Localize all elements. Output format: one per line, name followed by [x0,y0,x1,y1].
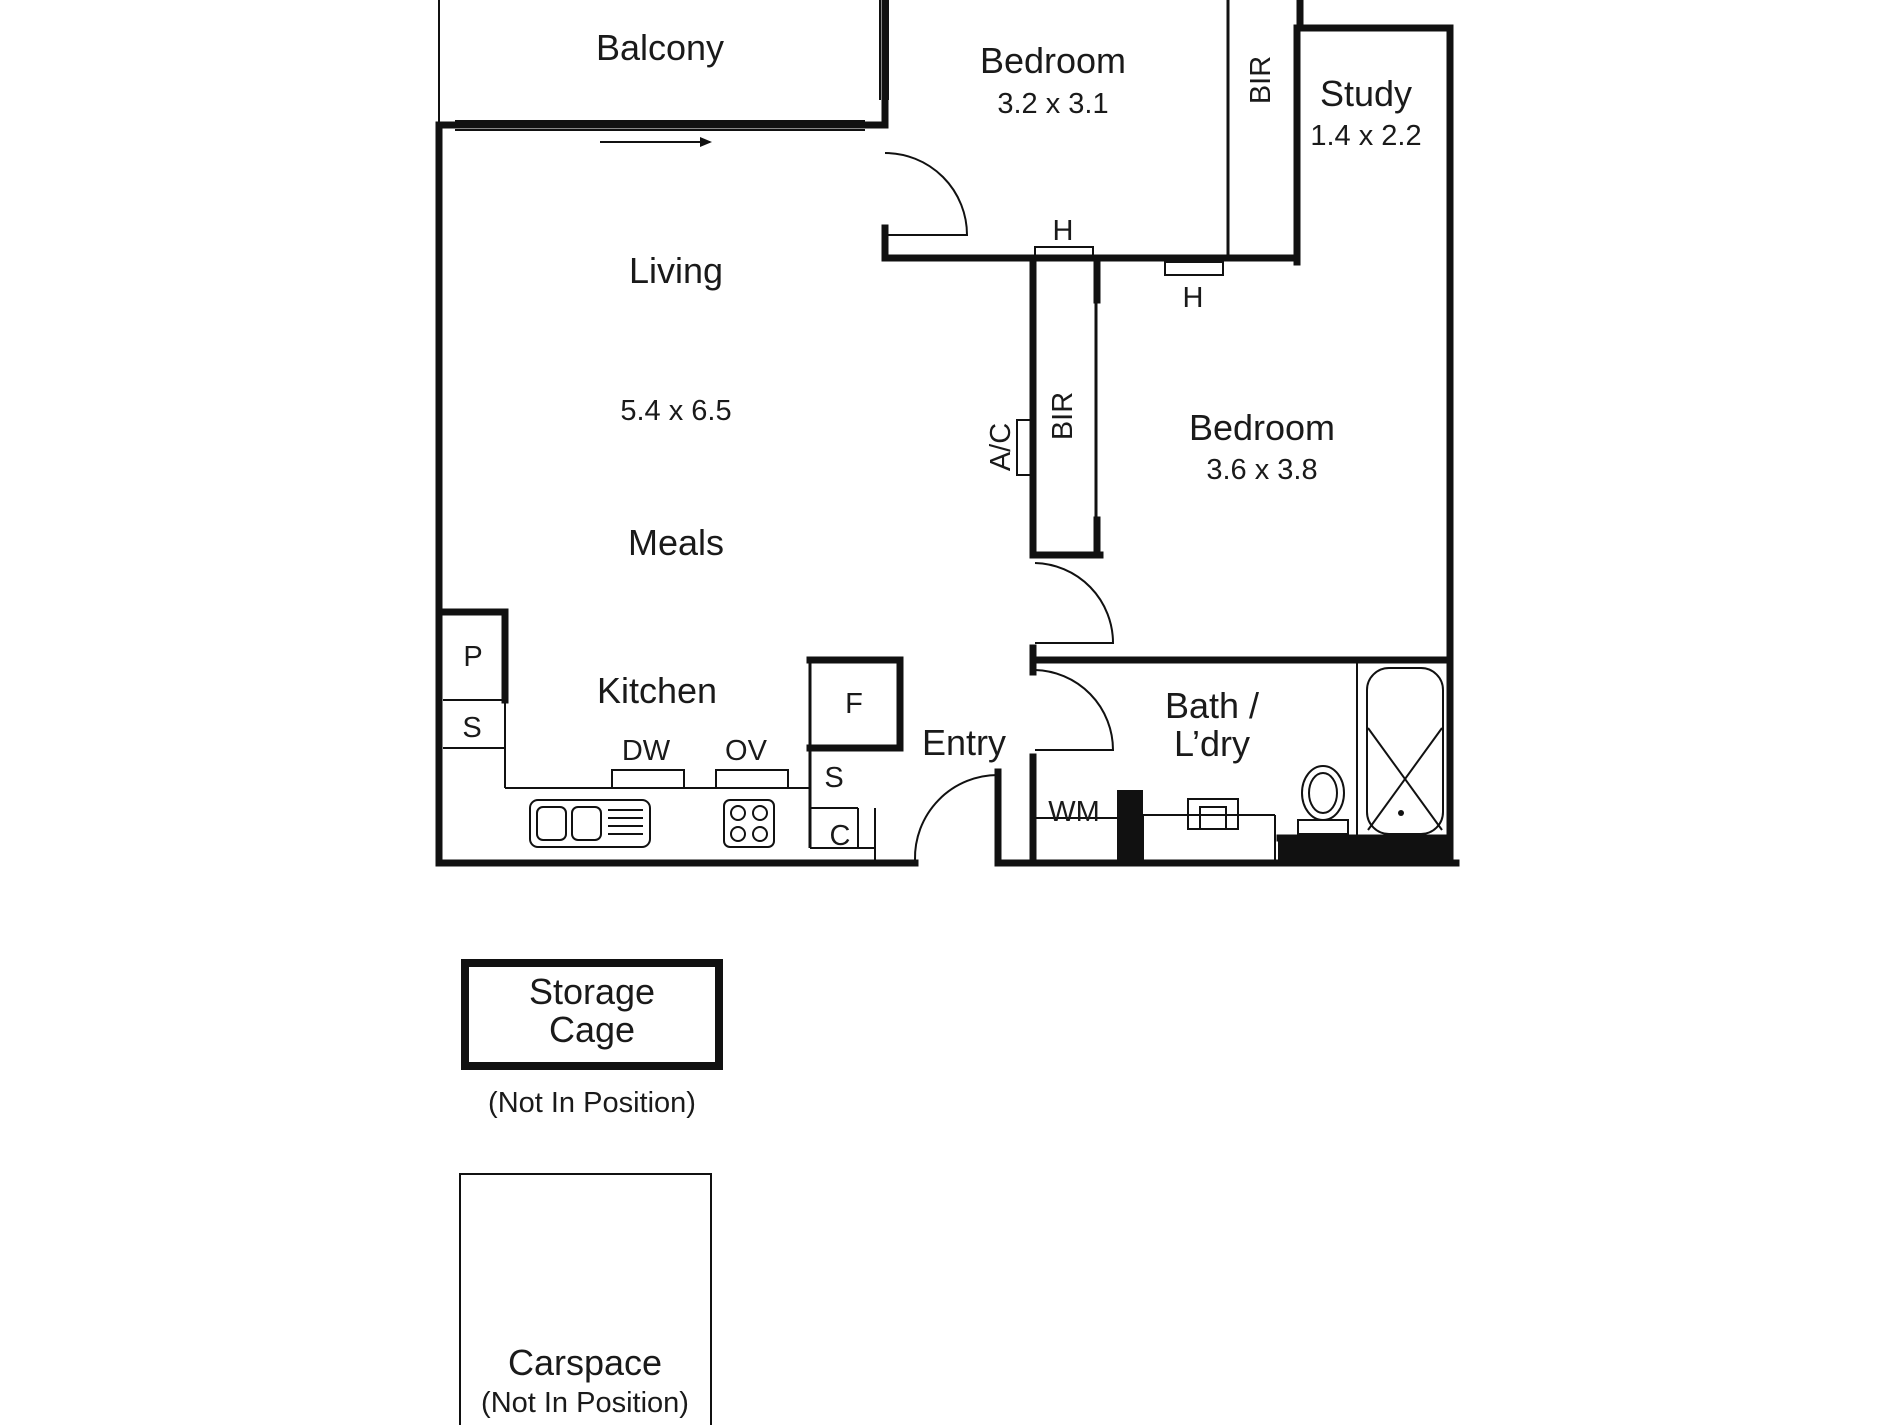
room-living-name: Living [629,250,723,291]
room-study-dims: 1.4 x 2.2 [1310,120,1421,152]
room-balcony-name: Balcony [596,27,724,68]
heater-1-label: H [1053,215,1074,247]
carspace-note: (Not In Position) [481,1387,689,1419]
room-labels: Balcony Bedroom 3.2 x 3.1 Study 1.4 x 2.… [596,27,1422,764]
storage-entry-label: S [824,762,843,794]
room-bedroom1-name: Bedroom [980,40,1126,81]
oven-label: OV [725,735,768,767]
room-study-name: Study [1320,73,1412,114]
storage-cage-line2: Cage [549,1009,635,1050]
room-living-dims: 5.4 x 6.5 [620,395,731,427]
bir-top-label: BIR [1245,56,1277,104]
heater-2-label: H [1183,282,1204,314]
dishwasher-label: DW [622,735,671,767]
room-bath-name-line1: Bath / [1165,685,1259,726]
storage-cage: Storage Cage (Not In Position) [461,959,723,1119]
room-kitchen-name: Kitchen [597,670,717,711]
pantry-label: P [463,641,482,673]
doors [600,137,1115,861]
washing-machine-label: WM [1048,796,1100,828]
room-entry-name: Entry [922,722,1006,763]
storage-cage-line1: Storage [529,971,655,1012]
storage-kitchen-label: S [462,712,481,744]
carspace-name: Carspace [508,1342,662,1383]
bir-mid-label: BIR [1047,392,1079,440]
storage-cage-note: (Not In Position) [488,1087,696,1119]
room-bedroom2-dims: 3.6 x 3.8 [1206,454,1317,486]
room-bedroom2-name: Bedroom [1189,407,1335,448]
room-meals-name: Meals [628,522,724,563]
room-bath-name-line2: L’dry [1174,723,1250,764]
fixture-labels: BIR BIR H H A/C P S DW OV F S C WM [462,56,1277,852]
fixtures-drawing [529,246,1444,848]
fridge-label: F [845,688,863,720]
room-bedroom1-dims: 3.2 x 3.1 [997,88,1108,120]
cupboard-label: C [830,820,851,852]
carspace: Carspace (Not In Position) [459,1173,712,1425]
ac-label: A/C [985,423,1017,471]
